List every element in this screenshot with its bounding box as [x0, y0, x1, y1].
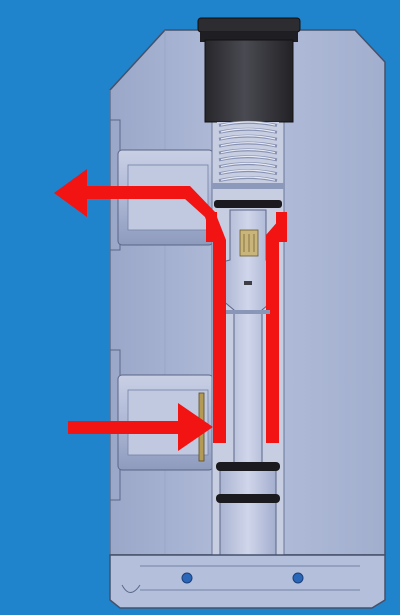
- compression-spring: [217, 120, 279, 184]
- spring-coil-highlight: [220, 162, 276, 168]
- flow-channel-left: [213, 240, 226, 443]
- spring-seat-seal: [214, 200, 282, 208]
- spool-marking: [244, 281, 252, 285]
- inlet-flow-arrow-head: [178, 403, 213, 451]
- threaded-cap-head: [197, 17, 301, 33]
- outlet-flow-arrow-shaft: [82, 186, 190, 199]
- o-ring-seal: [216, 494, 280, 503]
- spring-coil-highlight: [220, 176, 276, 181]
- spring-seat: [212, 183, 284, 189]
- spool-stem: [219, 469, 277, 556]
- spring-coil-highlight: [220, 169, 276, 174]
- o-ring-seal: [216, 462, 280, 471]
- flow-channel-right: [266, 235, 279, 443]
- spring-coil-highlight: [220, 121, 276, 126]
- spool-marking: [226, 310, 270, 314]
- bolt-hole-icon: [181, 572, 193, 584]
- flow-channel-top-left: [206, 212, 217, 242]
- threaded-cap-band: [200, 32, 298, 42]
- inlet-flow-arrow-shaft: [68, 421, 183, 434]
- bolt-hole-icon: [292, 572, 304, 584]
- base-plate: [109, 554, 386, 609]
- spring-coil-highlight: [220, 142, 276, 147]
- spring-coil-highlight: [220, 148, 276, 154]
- spring-coil-highlight: [220, 135, 276, 140]
- spring-cavity: [217, 122, 279, 184]
- spring-coil-highlight: [220, 155, 276, 161]
- threaded-cap: [204, 39, 294, 123]
- base-slot: [121, 584, 141, 593]
- spring-coil-highlight: [220, 128, 276, 133]
- flow-path: [54, 169, 287, 451]
- outlet-flow-arrow-head: [54, 169, 87, 217]
- flow-channel-right-notch: [266, 212, 287, 242]
